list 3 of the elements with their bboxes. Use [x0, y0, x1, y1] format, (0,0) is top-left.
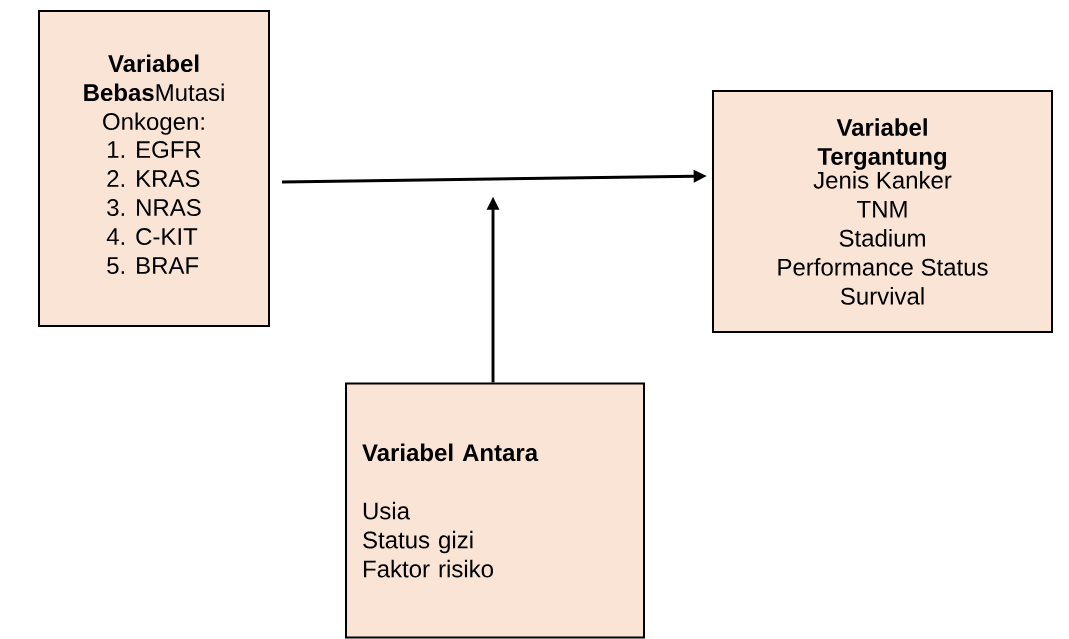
variable-box: Variabel BebasMutasi Onkogen: 1. EGFR 2. KRAS 3. NRAS 4. C-KIT 5. BRAF: [38, 10, 270, 327]
variable-box: Variabel Tergantung Jenis Kanker TNM Stadium Performance Status Survival: [712, 90, 1053, 333]
variable-box: Variabel Antara Usia Status gizi Faktor risiko: [345, 382, 645, 639]
